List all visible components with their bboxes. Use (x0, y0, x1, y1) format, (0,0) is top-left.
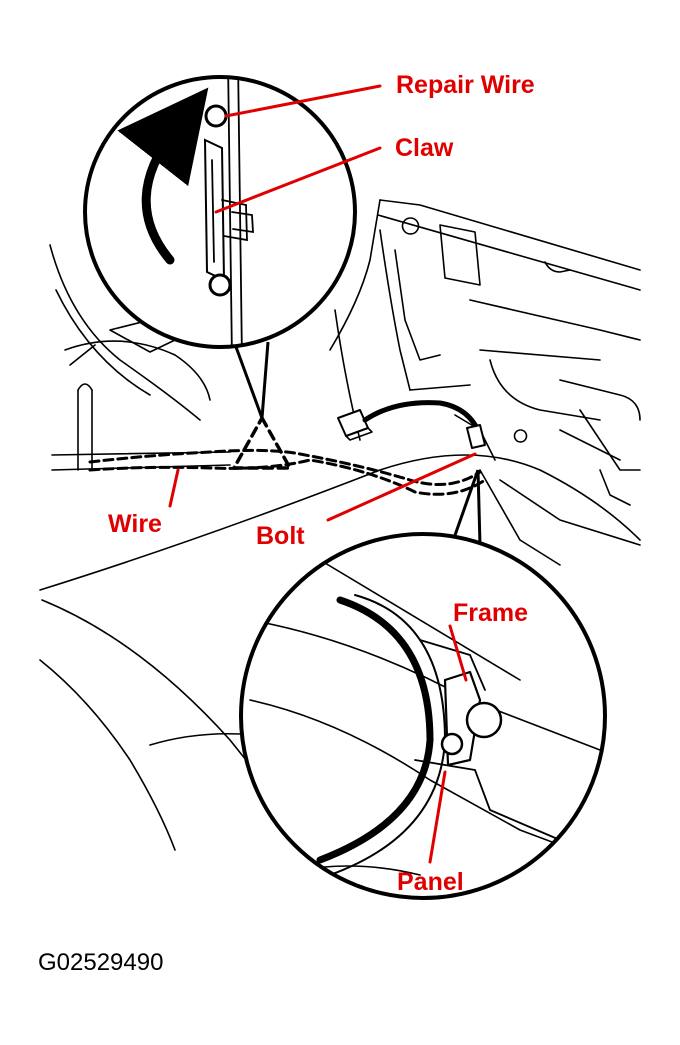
panel-label: Panel (397, 868, 464, 896)
bolt-leader (326, 452, 477, 522)
claw-label: Claw (395, 134, 454, 162)
callout-pointer-top (230, 335, 270, 419)
bolt-label: Bolt (256, 522, 305, 550)
wire-label: Wire (108, 510, 162, 538)
dashboard-panel-lines (39, 199, 641, 851)
wire-leader (168, 468, 180, 508)
panel-leader (428, 770, 447, 864)
frame-label: Frame (453, 599, 529, 627)
repair-wire-hole-bottom (208, 273, 232, 297)
connector-and-wire (88, 400, 487, 496)
figure-code: G02529490 (38, 949, 164, 976)
red-leader-lines (168, 84, 477, 864)
repair-wire-hole-top (204, 104, 228, 128)
frame-leader (448, 624, 468, 682)
claw-leader (214, 146, 382, 214)
repair-wire-leader (224, 84, 382, 118)
repair-wire-label: Repair Wire (396, 71, 535, 99)
bolt-detail-callout (239, 532, 607, 900)
